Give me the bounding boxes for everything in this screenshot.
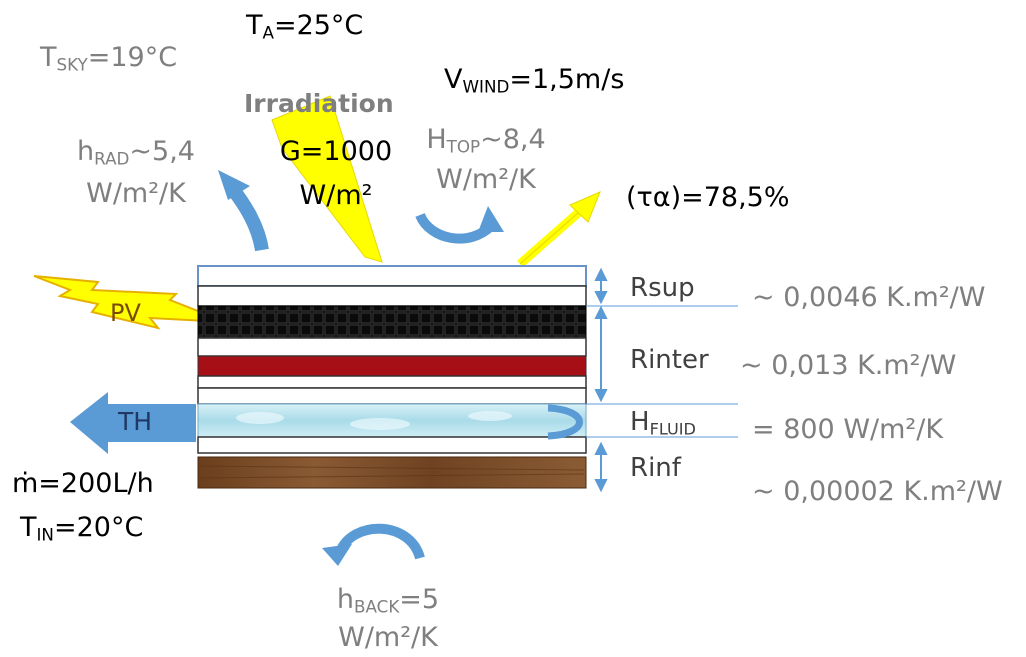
h-rad-unit: W/m²/K (86, 178, 186, 209)
mass-flow-label: ṁ=200L/h (12, 468, 154, 499)
irradiation-value: G=1000 (279, 136, 393, 167)
resistance-label-rsup: Rsup (630, 273, 695, 303)
resistance-value-rinf: ~ 0,00002 K.m²/W (752, 476, 1003, 507)
fluid-return-arrow-icon (547, 404, 583, 440)
sky-temperature-label: TSKY=19°C (40, 42, 178, 75)
resistance-markers (586, 267, 738, 493)
air-temperature-label: TA=25°C (246, 10, 364, 43)
convection-back-arrow-icon (335, 523, 425, 560)
pv-label: PV (110, 299, 141, 327)
inlet-temperature-label: TIN=20°C (20, 512, 144, 545)
th-arrow (70, 392, 196, 454)
h-rad-label: hRAD~5,4 (77, 136, 195, 169)
tau-alpha-label: (τα)=78,5% (626, 182, 790, 213)
h-top-unit: W/m²/K (436, 164, 536, 195)
radiation-arrow-icon (226, 183, 269, 252)
resistance-value-rinter: ~ 0,013 K.m²/W (740, 350, 957, 381)
resistance-value-rsup: ~ 0,0046 K.m²/W (752, 282, 986, 313)
resistance-label-rinter: Rinter (630, 345, 709, 375)
h-top-label: HTOP~8,4 (426, 124, 546, 157)
resistance-label-rinf: Rinf (630, 453, 681, 483)
h-back-label: hBACK=5 (336, 584, 440, 617)
resistance-value-hfluid: = 800 W/m²/K (752, 414, 944, 445)
pv-bolt (33, 275, 227, 330)
th-label: TH (118, 407, 153, 436)
h-back-unit: W/m²/K (338, 622, 438, 653)
irradiation-title: Irradiation (244, 89, 394, 118)
wind-speed-label: VWIND=1,5m/s (444, 64, 625, 97)
irradiation-unit: W/m² (299, 180, 373, 211)
resistance-label-hfluid: HFLUID (630, 407, 696, 439)
irradiation-arrow (271, 95, 383, 263)
panel-layers (197, 265, 587, 489)
